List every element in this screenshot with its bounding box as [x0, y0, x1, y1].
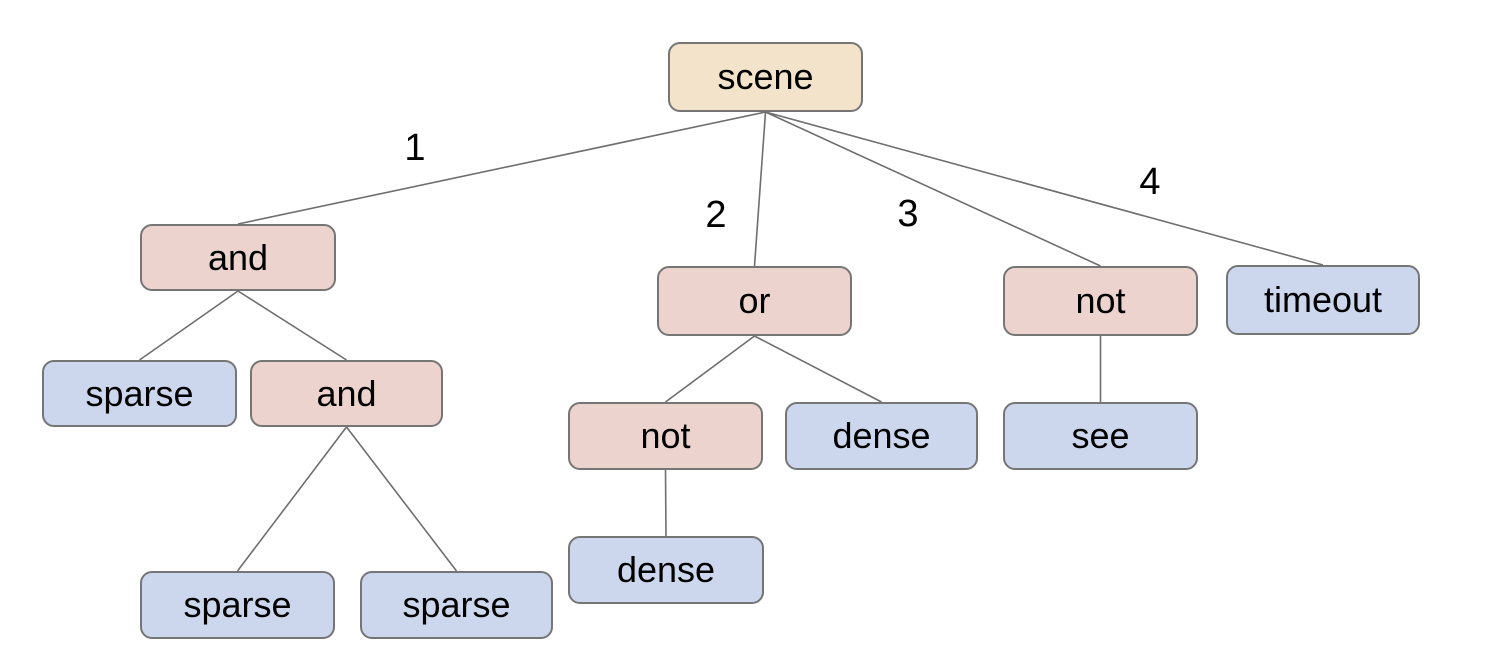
- node-and1: and: [140, 224, 336, 291]
- edge-or1-not2: [665, 335, 755, 403]
- edge-scene-or1: [753, 111, 767, 267]
- node-dense1: dense: [785, 402, 978, 470]
- edge-and2-sparse3: [345, 426, 458, 572]
- node-or1: or: [657, 266, 852, 336]
- node-scene: scene: [668, 42, 863, 112]
- node-dense2: dense: [568, 536, 764, 604]
- node-timeout1: timeout: [1226, 265, 1420, 335]
- edge-label-2: 2: [705, 194, 727, 236]
- node-not1: not: [1003, 266, 1198, 336]
- node-and2: and: [250, 360, 443, 427]
- node-not2: not: [568, 402, 763, 470]
- edge-scene-and1: [237, 111, 766, 225]
- edge-or1-dense1: [754, 335, 882, 403]
- edge-label-1: 1: [404, 127, 426, 169]
- edge-scene-timeout1: [765, 111, 1324, 266]
- edge-and2-sparse2: [236, 426, 348, 572]
- edge-and1-sparse1: [139, 290, 239, 361]
- node-sparse2: sparse: [140, 571, 335, 639]
- edge-scene-not1: [765, 111, 1101, 267]
- edge-not2-dense2: [664, 469, 667, 537]
- node-sparse1: sparse: [42, 360, 237, 427]
- edge-and1-and2: [237, 290, 347, 361]
- edge-label-4: 4: [1139, 161, 1161, 203]
- node-see1: see: [1003, 402, 1198, 470]
- node-sparse3: sparse: [360, 571, 553, 639]
- edge-label-3: 3: [897, 193, 919, 235]
